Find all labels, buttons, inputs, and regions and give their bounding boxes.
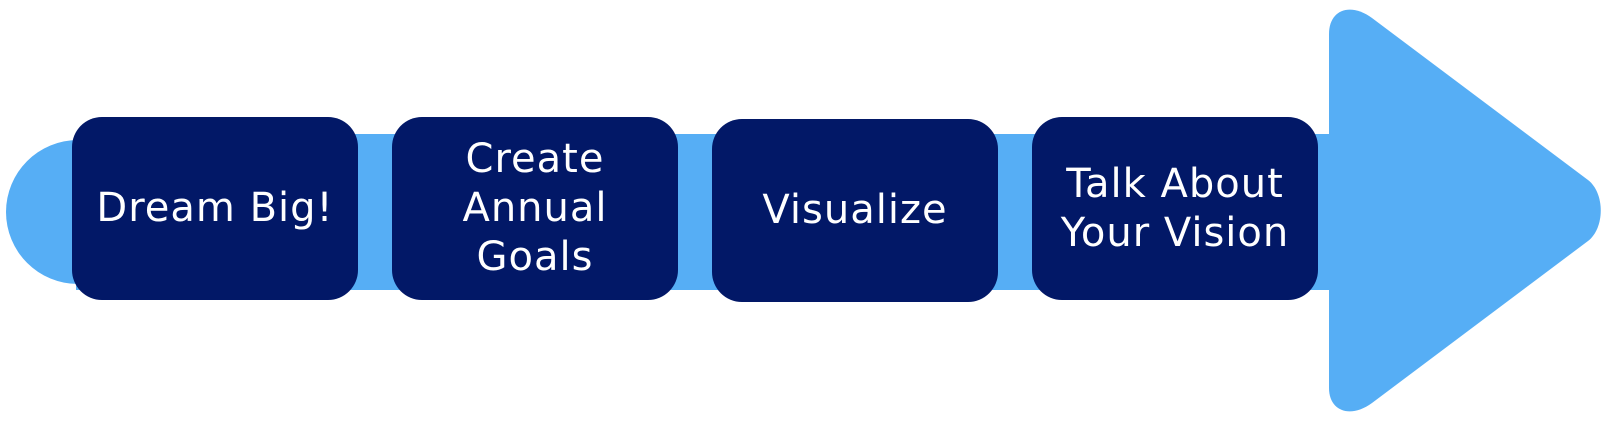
- step-box-dream-big: Dream Big!: [72, 117, 358, 300]
- step-label: Talk About Your Vision: [1060, 160, 1290, 256]
- step-label: Visualize: [762, 187, 948, 234]
- step-box-create-annual-goals: Create Annual Goals: [392, 117, 678, 300]
- arrow-head: [1329, 9, 1601, 412]
- step-box-talk-about-your-vision: Talk About Your Vision: [1032, 117, 1318, 300]
- step-label: Create Annual Goals: [462, 136, 608, 280]
- step-label: Dream Big!: [96, 185, 334, 232]
- step-box-visualize: Visualize: [712, 119, 998, 302]
